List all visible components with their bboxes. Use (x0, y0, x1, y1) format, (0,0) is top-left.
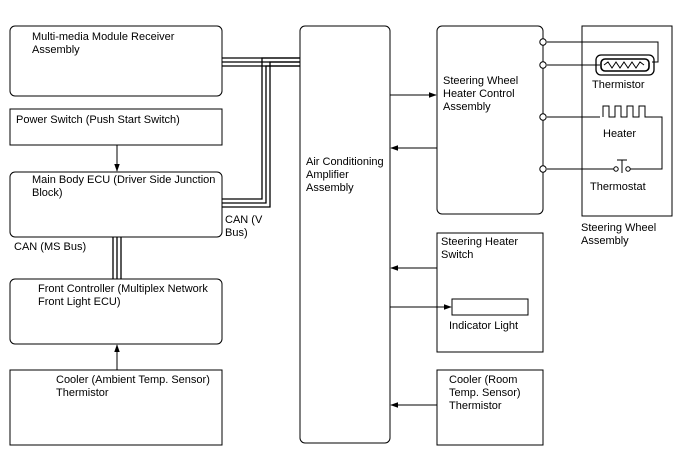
ac-amplifier-box (299, 25, 391, 444)
can-v-bus-top (222, 57, 300, 208)
front-controller-label: Front Controller (Multiplex Network Fron… (38, 283, 208, 308)
thermostat-symbol (613, 159, 631, 173)
power-switch-label: Power Switch (Push Start Switch) (16, 114, 180, 126)
multimedia-box (9, 25, 223, 97)
heater-switch-label: Steering Heater Switch (441, 236, 519, 261)
thermostat-label: Thermostat (590, 181, 646, 193)
multimedia-label: Multi-media Module Receiver Assembly (32, 31, 175, 56)
indicator-light-lamp (451, 298, 529, 316)
cooler-room-box (436, 369, 544, 446)
ac-amplifier-label: Air Conditioning Amplifier Assembly (306, 156, 384, 194)
can-ms-bus-label: CAN (MS Bus) (14, 241, 87, 253)
front-controller-box (9, 278, 223, 345)
connector-terminals (539, 38, 547, 173)
indicator-light-label: Indicator Light (449, 320, 519, 332)
can-ms-bus (112, 237, 122, 279)
heater-control-box (436, 25, 544, 215)
cooler-ambient-box (9, 369, 223, 446)
thermistor-symbol (595, 54, 655, 76)
steering-wheel-wiring (547, 41, 663, 170)
cooler-room-label: Cooler (Room Temp. Sensor) Thermistor (449, 374, 521, 412)
thermistor-label: Thermistor (592, 79, 645, 91)
main-body-ecu-box (9, 171, 223, 238)
cooler-ambient-label: Cooler (Ambient Temp. Sensor) Thermistor (56, 374, 210, 399)
can-v-bus-label: CAN (V Bus) (225, 214, 263, 239)
heater-label: Heater (603, 128, 637, 140)
power-switch-box (9, 108, 223, 146)
heater-switch-box (436, 232, 544, 353)
main-body-ecu-label: Main Body ECU (Driver Side Junction Bloc… (32, 174, 216, 199)
steering-wheel-assembly-box (581, 25, 673, 217)
steering-wheel-assembly-label: Steering Wheel Assembly (581, 222, 657, 247)
heater-control-label: Steering Wheel Heater Control Assembly (443, 75, 519, 113)
